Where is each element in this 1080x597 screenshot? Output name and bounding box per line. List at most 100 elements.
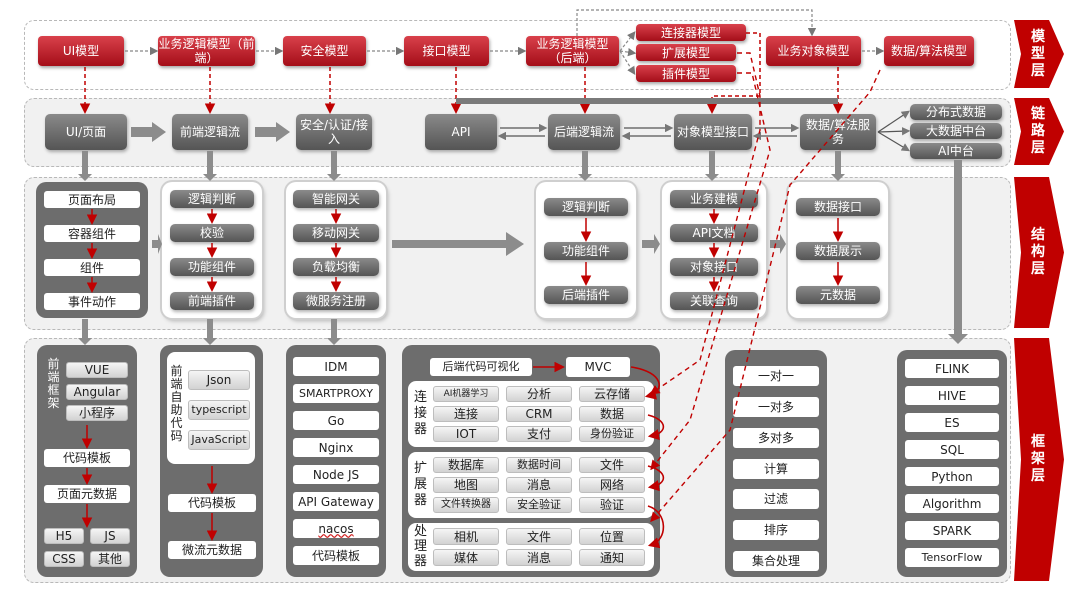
struct-item: 逻辑判断 bbox=[170, 190, 254, 208]
frame-item: 小程序 bbox=[66, 405, 128, 421]
struct-item: 业务建模 bbox=[670, 190, 758, 208]
frame-item: 一对多 bbox=[733, 397, 819, 417]
struct-item: 容器组件 bbox=[44, 225, 140, 242]
frame-item: 排序 bbox=[733, 520, 819, 540]
layer-label-struct: 结构层 bbox=[1014, 177, 1064, 328]
frame-item: 文件 bbox=[506, 528, 572, 545]
model-box: 业务逻辑模型（后端） bbox=[526, 36, 619, 66]
frame-item: Python bbox=[905, 467, 999, 486]
frame-item: 分析 bbox=[506, 386, 572, 402]
frame-item: 数据 bbox=[579, 406, 645, 422]
frame-item: nacos bbox=[293, 519, 379, 538]
layer-label-link-text: 链路层 bbox=[1031, 106, 1045, 156]
struct-item: 后端插件 bbox=[544, 286, 628, 304]
frame-item: CRM bbox=[506, 406, 572, 422]
model-box: 数据/算法模型 bbox=[884, 36, 974, 66]
frame-item: 云存储 bbox=[579, 386, 645, 402]
struct-item: 数据接口 bbox=[796, 198, 880, 216]
frame-item: 多对多 bbox=[733, 428, 819, 448]
link-box: 安全/认证/接入 bbox=[296, 114, 372, 150]
model-box: 插件模型 bbox=[636, 65, 736, 82]
struct-item: 负载均衡 bbox=[293, 258, 379, 276]
frame-item: 身份验证 bbox=[579, 426, 645, 442]
frame-column bbox=[897, 350, 1007, 577]
frame-item: typescript bbox=[188, 400, 250, 420]
frame-item: HIVE bbox=[905, 386, 999, 405]
struct-item: 关联查询 bbox=[670, 292, 758, 310]
frame-item: 消息 bbox=[506, 477, 572, 493]
frame-label: 前端自助代码 bbox=[170, 364, 183, 443]
link-box: 前端逻辑流 bbox=[172, 114, 248, 150]
frame-item: 代码模板 bbox=[293, 546, 379, 565]
frame-item: 文件转换器 bbox=[433, 497, 499, 513]
link-box: API bbox=[425, 114, 497, 150]
link-box: AI中台 bbox=[910, 143, 1002, 159]
struct-item: 前端插件 bbox=[170, 292, 254, 310]
struct-item: 对象接口 bbox=[670, 258, 758, 276]
frame-item: JS bbox=[90, 528, 130, 544]
model-box: 业务对象模型 bbox=[766, 36, 861, 66]
frame-item: 代码模板 bbox=[168, 494, 256, 512]
link-box: 对象模型接口 bbox=[674, 114, 752, 150]
frame-item: Angular bbox=[66, 384, 128, 400]
struct-item: 智能网关 bbox=[293, 190, 379, 208]
layer-label-struct-text: 结构层 bbox=[1031, 227, 1045, 277]
struct-item: 微服务注册 bbox=[293, 292, 379, 310]
frame-item: 支付 bbox=[506, 426, 572, 442]
frame-item: 相机 bbox=[433, 528, 499, 545]
frame-label: 连接器 bbox=[414, 390, 428, 437]
layer-label-model: 模型层 bbox=[1014, 20, 1064, 88]
frame-item: 位置 bbox=[579, 528, 645, 545]
frame-item: CSS bbox=[44, 551, 84, 567]
model-box: 连接器模型 bbox=[636, 24, 746, 41]
model-box: 接口模型 bbox=[404, 36, 489, 66]
frame-item: 地图 bbox=[433, 477, 499, 493]
frame-item: Nginx bbox=[293, 438, 379, 457]
frame-item: Go bbox=[293, 411, 379, 430]
frame-item: Node JS bbox=[293, 465, 379, 484]
struct-item: 元数据 bbox=[796, 286, 880, 304]
frame-item: 安全验证 bbox=[506, 497, 572, 513]
frame-item: 消息 bbox=[506, 549, 572, 566]
frame-item: 媒体 bbox=[433, 549, 499, 566]
frame-column bbox=[286, 345, 386, 577]
layer-label-model-text: 模型层 bbox=[1031, 28, 1045, 79]
struct-item: 校验 bbox=[170, 224, 254, 242]
link-box: UI/页面 bbox=[45, 114, 127, 150]
frame-item: VUE bbox=[66, 362, 128, 378]
frame-item: ES bbox=[905, 413, 999, 432]
struct-item: 数据展示 bbox=[796, 242, 880, 260]
frame-item: 其他 bbox=[90, 551, 130, 567]
frame-item: 一对一 bbox=[733, 366, 819, 386]
frame-item: API Gateway bbox=[293, 492, 379, 511]
frame-item: TensorFlow bbox=[905, 548, 999, 567]
frame-item: 后端代码可视化 bbox=[430, 358, 532, 376]
struct-item: 移动网关 bbox=[293, 224, 379, 242]
frame-label: 前端框架 bbox=[47, 357, 60, 410]
frame-item: 数据时间 bbox=[506, 457, 572, 473]
frame-item: H5 bbox=[44, 528, 84, 544]
frame-item: 过滤 bbox=[733, 489, 819, 509]
layer-label-frame-text: 框架层 bbox=[1031, 434, 1045, 484]
struct-item: 逻辑判断 bbox=[544, 198, 628, 216]
frame-item: Json bbox=[188, 370, 250, 390]
frame-item: FLINK bbox=[905, 359, 999, 378]
model-box: 业务逻辑模型（前端） bbox=[158, 36, 255, 66]
frame-item: 验证 bbox=[579, 497, 645, 513]
layer-label-link: 链路层 bbox=[1014, 98, 1064, 165]
frame-item: SQL bbox=[905, 440, 999, 459]
frame-item: 代码模板 bbox=[44, 449, 130, 467]
model-box: UI模型 bbox=[38, 36, 124, 66]
frame-item: JavaScript bbox=[188, 430, 250, 450]
frame-item: 计算 bbox=[733, 459, 819, 479]
struct-item: 事件动作 bbox=[44, 293, 140, 310]
frame-item: 集合处理 bbox=[733, 551, 819, 571]
frame-item: AI机器学习 bbox=[433, 386, 499, 402]
link-box: 数据/算法服务 bbox=[800, 114, 876, 150]
struct-item: API文档 bbox=[670, 224, 758, 242]
model-box: 安全模型 bbox=[283, 36, 366, 66]
frame-item: 文件 bbox=[579, 457, 645, 473]
frame-label: 处理器 bbox=[414, 524, 428, 569]
frame-item: SMARTPROXY bbox=[293, 384, 379, 403]
